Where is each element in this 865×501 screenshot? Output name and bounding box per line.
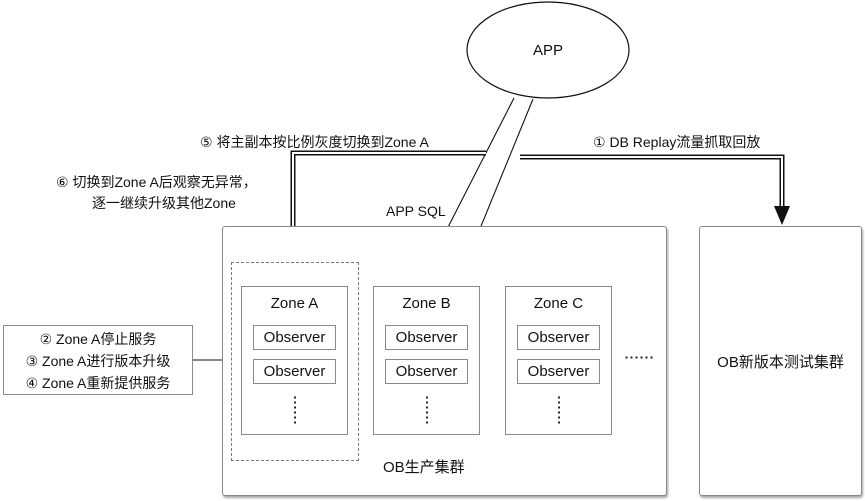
zone-a-highlight — [231, 262, 359, 461]
zone-a-more-observers — [293, 395, 296, 425]
step6-label-line1: ⑥ 切换到Zone A后观察无异常， — [56, 174, 257, 190]
app-sql-label: APP SQL — [386, 203, 446, 219]
step4-label: ④ Zone A重新提供服务 — [25, 375, 171, 391]
step1-arrowhead — [774, 206, 790, 225]
app-ellipse — [466, 1, 630, 99]
zone-b-title: Zone B — [402, 295, 451, 312]
step5-label: ⑤ 将主副本按比例灰度切换到Zone A — [200, 134, 429, 150]
step1-arrow-outer — [520, 154, 785, 206]
app-label: APP — [533, 42, 564, 59]
test-cluster: OB新版本测试集群 — [699, 226, 862, 496]
zone-b-observer-1: Observer — [385, 325, 468, 350]
upgrade-steps-box: ② Zone A停止服务 ③ Zone A进行版本升级 ④ Zone A重新提供… — [3, 325, 193, 395]
test-cluster-label: OB新版本测试集群 — [717, 354, 844, 371]
step6-label-line2: 逐一继续升级其他Zone — [92, 195, 236, 211]
zone-a-title: Zone A — [270, 295, 319, 312]
step1-label: ① DB Replay流量抓取回放 — [593, 134, 761, 150]
step5-arrow-inner — [292, 152, 486, 262]
zone-c: Zone C Observer Observer — [505, 286, 612, 435]
step2-label: ② Zone A停止服务 — [39, 331, 157, 347]
zone-c-observer-2: Observer — [517, 359, 600, 384]
step3-label: ③ Zone A进行版本升级 — [25, 353, 171, 369]
zone-b: Zone B Observer Observer — [373, 286, 480, 435]
zone-a-observer-2: Observer — [253, 359, 336, 384]
zone-c-more-observers — [557, 395, 560, 425]
zone-c-title: Zone C — [533, 295, 584, 312]
zone-b-more-observers — [425, 395, 428, 425]
zone-b-observer-2: Observer — [385, 359, 468, 384]
zone-a: Zone A Observer Observer — [241, 286, 348, 435]
step1-arrow-inner — [520, 156, 783, 206]
production-cluster-label: OB生产集群 — [383, 459, 465, 476]
zone-c-observer-1: Observer — [517, 325, 600, 350]
more-zones-indicator — [624, 356, 654, 359]
zone-a-observer-1: Observer — [253, 325, 336, 350]
